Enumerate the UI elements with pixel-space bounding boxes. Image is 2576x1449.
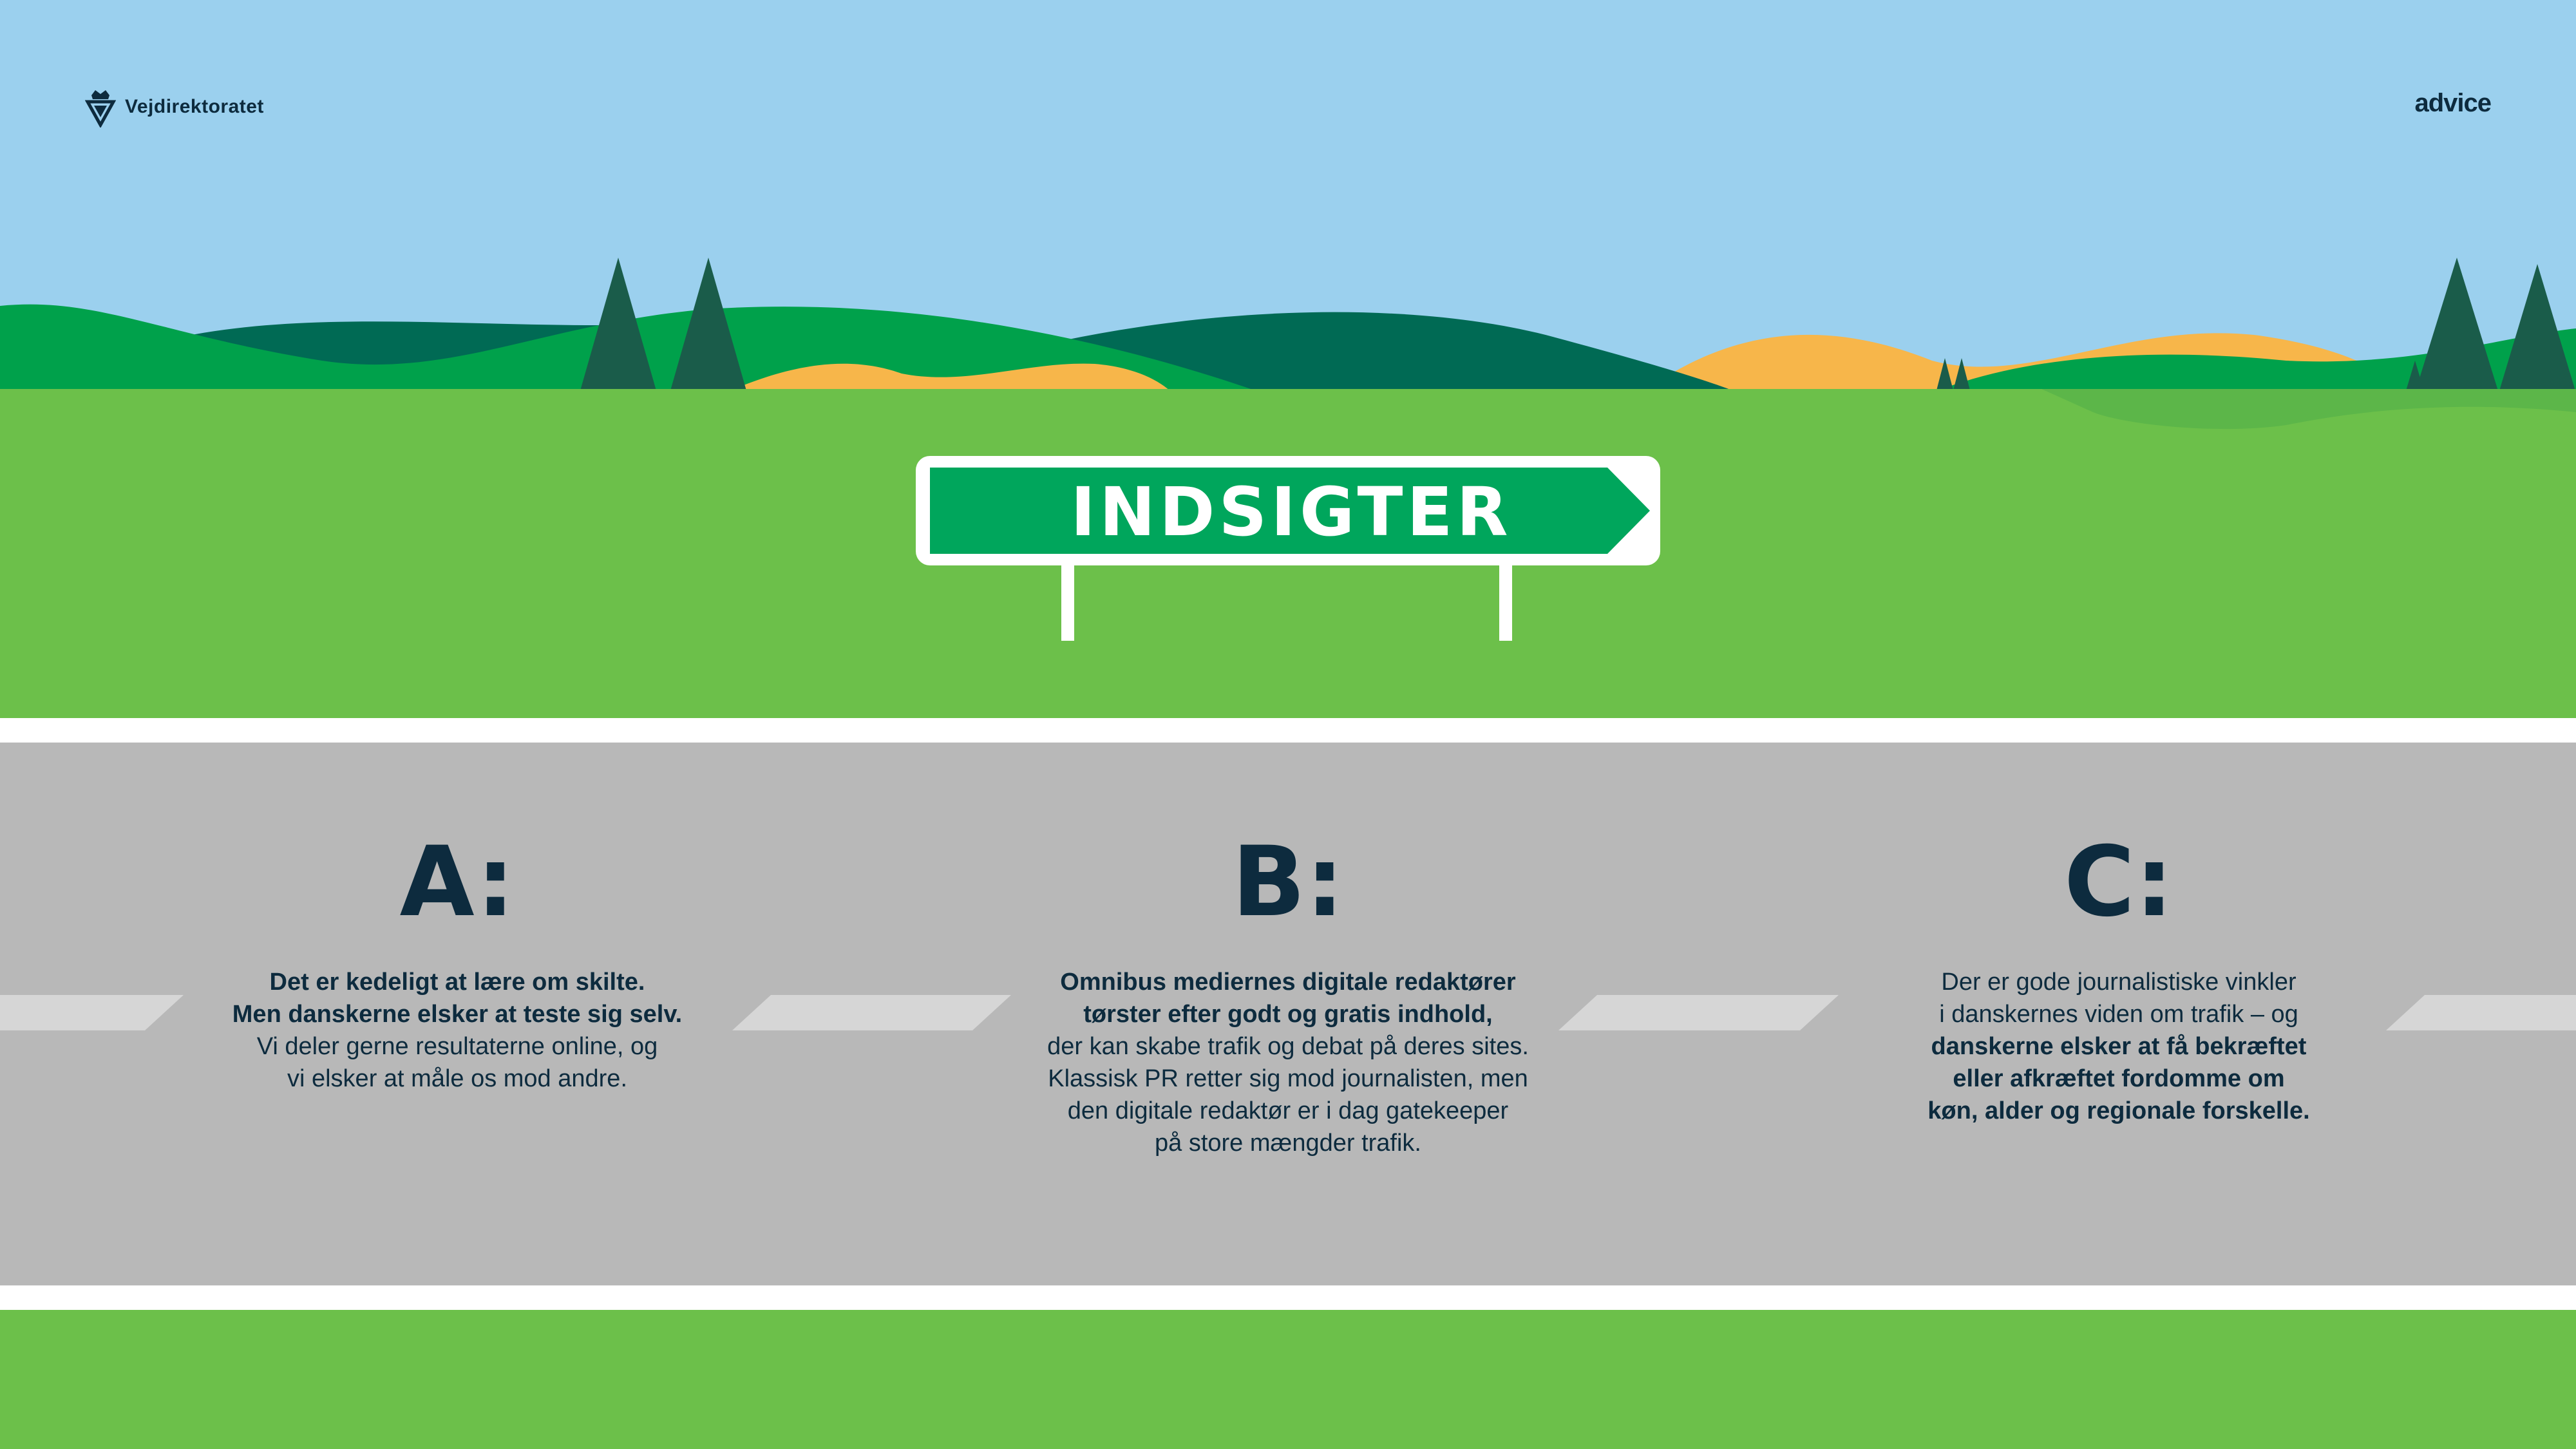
body-line: i danskernes viden om trafik – og: [1939, 1001, 2298, 1028]
body-line: Vi deler gerne resultaterne online, og: [256, 1033, 658, 1060]
insight-column-c: C: Der er gode journalistiske vinkler i …: [1803, 831, 2434, 1127]
lane-marking: [2386, 995, 2576, 1030]
tree: [1953, 358, 1971, 393]
body-line: køn, alder og regionale forskelle.: [1927, 1097, 2310, 1124]
body-line: vi elsker at måle os mod andre.: [287, 1065, 627, 1092]
lane-marking: [0, 995, 184, 1030]
body-line: den digitale redaktør er i dag gatekeepe…: [1067, 1097, 1509, 1124]
vejdirektoratet-logo: Vejdirektoratet: [85, 86, 264, 128]
tree: [2405, 361, 2425, 393]
logo-left-text: Vejdirektoratet: [125, 96, 264, 117]
tree: [670, 258, 747, 393]
column-heading: B:: [1231, 826, 1345, 938]
sign-label: INDSIGTER: [1070, 473, 1512, 551]
tree: [580, 258, 657, 393]
body-line: tørster efter godt og gratis indhold,: [1083, 1001, 1493, 1028]
body-line: der kan skabe trafik og debat på deres s…: [1047, 1033, 1529, 1060]
lane-marking: [1558, 995, 1839, 1030]
road-edge-top: [0, 718, 2576, 743]
body-line: Men danskerne elsker at teste sig selv.: [232, 1001, 683, 1028]
tree: [2415, 258, 2499, 393]
body-line: på store mængder trafik.: [1155, 1130, 1421, 1157]
column-body: Omnibus mediernes digitale redaktører tø…: [972, 966, 1604, 1159]
road-edge-bottom: [0, 1285, 2576, 1310]
body-line: danskerne elsker at få bekræftet: [1931, 1033, 2307, 1060]
advice-logo: advice: [2414, 89, 2492, 117]
road: [0, 743, 2576, 1285]
crown-crest-icon: [85, 90, 116, 128]
insight-column-b: B: Omnibus mediernes digitale redaktører…: [972, 831, 1604, 1159]
grass-lower: [0, 1310, 2576, 1449]
road-sign: [916, 456, 1660, 641]
hill-orange-middle: [741, 363, 1172, 393]
hill-dark-middle: [1030, 312, 1739, 393]
column-heading: A:: [399, 826, 515, 938]
column-body: Det er kedeligt at lære om skilte. Men d…: [142, 966, 773, 1095]
grass-shade: [2041, 389, 2576, 430]
insight-column-a: A: Det er kedeligt at lære om skilte. Me…: [142, 831, 773, 1095]
lane-marking: [732, 995, 1011, 1030]
tree: [1936, 358, 1954, 393]
column-body: Der er gode journalistiske vinkler i dan…: [1803, 966, 2434, 1127]
tree: [2499, 264, 2576, 393]
body-line: Der er gode journalistiske vinkler: [1941, 969, 2297, 996]
body-line: eller afkræftet fordomme om: [1953, 1065, 2285, 1092]
body-line: Det er kedeligt at lære om skilte.: [269, 969, 645, 996]
body-line: Klassisk PR retter sig mod journalisten,…: [1048, 1065, 1528, 1092]
column-heading: C:: [2063, 826, 2174, 938]
body-line: Omnibus mediernes digitale redaktører: [1060, 969, 1516, 996]
